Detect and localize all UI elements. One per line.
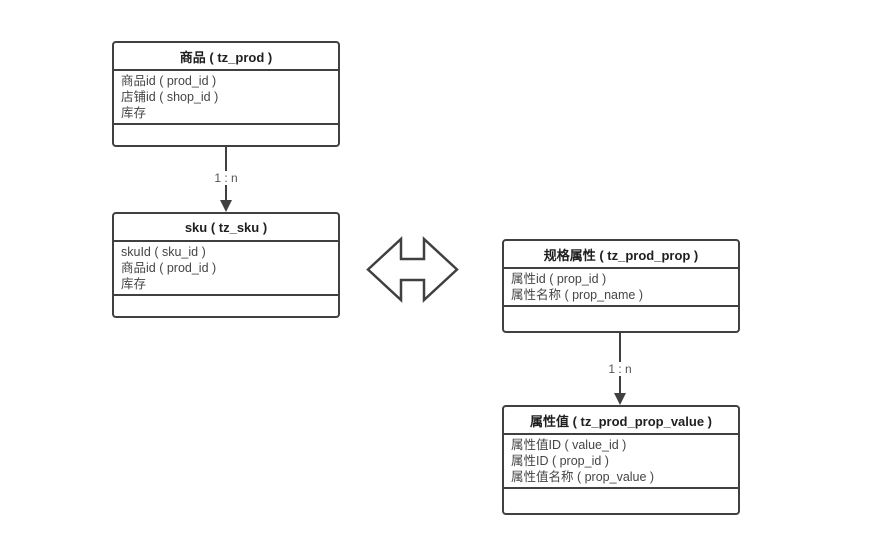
entity-sku: sku ( tz_sku ) skuId ( sku_id ) 商品id ( p…: [112, 212, 340, 318]
entity-prop-value: 属性值 ( tz_prod_prop_value ) 属性值ID ( value…: [502, 405, 740, 515]
field: 属性ID ( prop_id ): [511, 454, 609, 468]
entity-prod-prop-title: 规格属性 ( tz_prod_prop ): [504, 241, 738, 269]
entity-prod-prop-footer: [504, 307, 738, 331]
field: 库存: [121, 277, 147, 291]
double-headed-arrow-icon: [366, 236, 459, 303]
field: 商品id ( prod_id ): [121, 261, 217, 275]
connector-prop-value-arrowhead-icon: [614, 393, 626, 405]
entity-sku-fields: skuId ( sku_id ) 商品id ( prod_id ) 库存: [114, 242, 338, 296]
entity-prod-footer: [114, 125, 338, 145]
connector-prop-value-label: 1 : n: [605, 362, 635, 376]
field: 属性值名称 ( prop_value ): [511, 470, 655, 484]
entity-prop-value-footer: [504, 489, 738, 513]
field: 店铺id ( shop_id ): [121, 90, 219, 104]
field: 属性id ( prop_id ): [511, 272, 607, 286]
field: 商品id ( prod_id ): [121, 74, 217, 88]
field: skuId ( sku_id ): [121, 245, 206, 259]
entity-sku-footer: [114, 296, 338, 316]
entity-prop-value-title: 属性值 ( tz_prod_prop_value ): [504, 407, 738, 435]
connector-prod-sku-label: 1 : n: [211, 171, 241, 185]
field: 库存: [121, 106, 147, 120]
connector-prod-sku-arrowhead-icon: [220, 200, 232, 212]
entity-prod-prop: 规格属性 ( tz_prod_prop ) 属性id ( prop_id ) 属…: [502, 239, 740, 333]
entity-prop-value-fields: 属性值ID ( value_id ) 属性ID ( prop_id ) 属性值名…: [504, 435, 738, 489]
entity-prod-title: 商品 ( tz_prod ): [114, 43, 338, 71]
field: 属性值ID ( value_id ): [511, 438, 627, 452]
entity-prod: 商品 ( tz_prod ) 商品id ( prod_id ) 店铺id ( s…: [112, 41, 340, 147]
entity-sku-title: sku ( tz_sku ): [114, 214, 338, 242]
entity-prod-fields: 商品id ( prod_id ) 店铺id ( shop_id ) 库存: [114, 71, 338, 125]
field: 属性名称 ( prop_name ): [511, 288, 643, 302]
entity-prod-prop-fields: 属性id ( prop_id ) 属性名称 ( prop_name ): [504, 269, 738, 307]
